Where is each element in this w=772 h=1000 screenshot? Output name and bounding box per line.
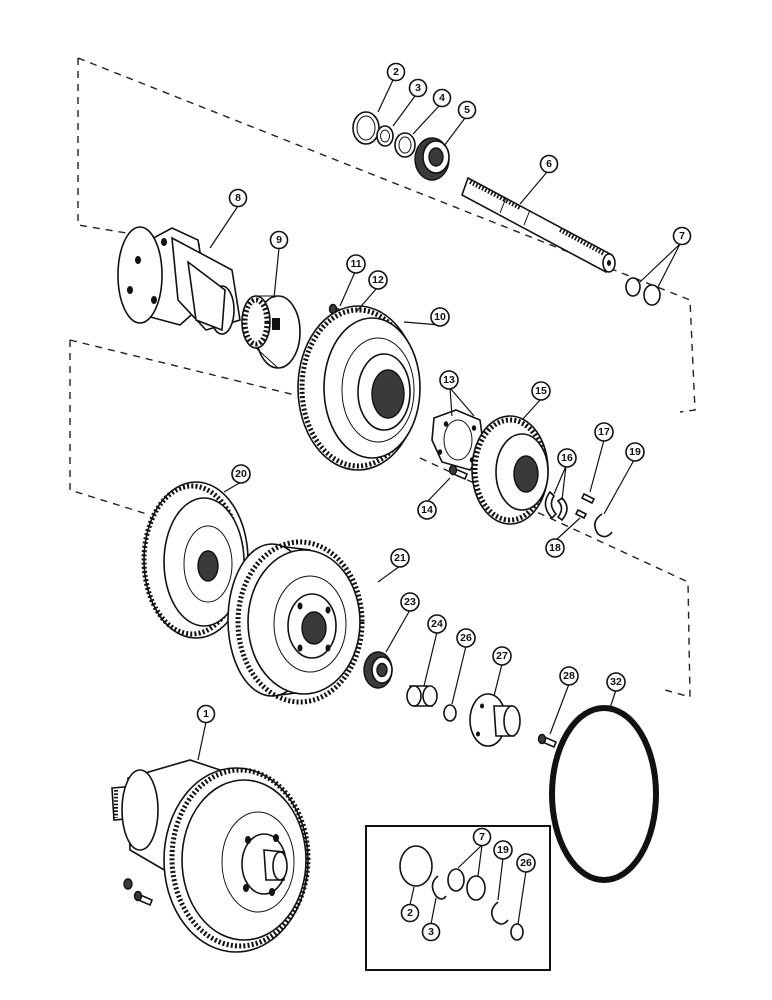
- part-pin-18: [574, 508, 588, 520]
- svg-text:23: 23: [404, 596, 416, 608]
- part-pin-17: [580, 492, 596, 505]
- svg-text:8: 8: [235, 192, 241, 204]
- callout-28: 28: [559, 666, 579, 686]
- inset-ring-7b: [466, 875, 486, 901]
- part-o-ring-32: [549, 705, 659, 883]
- inset-callout-3: 3: [421, 922, 441, 942]
- callout-20: 20: [231, 464, 251, 484]
- part-sleeve-24: [406, 685, 438, 707]
- callout-1: 1: [196, 704, 216, 724]
- svg-text:6: 6: [546, 158, 552, 170]
- part-snap-ring-19: [594, 513, 613, 538]
- callout-24: 24: [427, 614, 447, 634]
- inset-callout-26: 26: [516, 853, 536, 873]
- callout-3: 3: [408, 78, 428, 98]
- svg-text:2: 2: [407, 907, 413, 919]
- callout-6: 6: [539, 154, 559, 174]
- part-assembly-1: [111, 759, 311, 953]
- part-bearing-23: [363, 651, 393, 689]
- svg-text:4: 4: [439, 92, 445, 104]
- inset-callout-2: 2: [400, 903, 420, 923]
- inset-ring-7a: [447, 868, 465, 892]
- inset-snap-ring-26: [510, 923, 524, 941]
- callout-15: 15: [531, 381, 551, 401]
- inset-callout-7: 7: [472, 827, 492, 847]
- svg-text:17: 17: [598, 426, 610, 438]
- callout-8: 8: [228, 188, 248, 208]
- part-bolt-28: [537, 733, 558, 749]
- svg-text:27: 27: [496, 650, 508, 662]
- part-half-washers-16: [544, 490, 568, 522]
- part-rings-7: [625, 277, 661, 306]
- part-bearing-5: [414, 137, 450, 181]
- svg-text:13: 13: [443, 374, 455, 386]
- part-snap-ring-26: [443, 704, 457, 722]
- callout-26: 26: [456, 628, 476, 648]
- inset-callout-19: 19: [493, 840, 513, 860]
- svg-text:2: 2: [393, 66, 399, 78]
- callout-17: 17: [594, 422, 614, 442]
- callout-5: 5: [457, 100, 477, 120]
- inset-washer-3: [431, 875, 447, 900]
- part-ring-gear-drum-21: [227, 539, 365, 705]
- part-washer-3: [376, 125, 394, 147]
- part-gear-15: [471, 415, 549, 525]
- svg-text:11: 11: [350, 258, 361, 270]
- callout-13: 13: [439, 370, 459, 390]
- part-flange-hub-27: [469, 693, 521, 747]
- callout-27: 27: [492, 646, 512, 666]
- svg-text:20: 20: [235, 468, 247, 480]
- part-snap-ring-2: [352, 111, 380, 145]
- part-bolt-14: [448, 464, 469, 481]
- svg-text:5: 5: [464, 104, 470, 116]
- callout-19: 19: [625, 442, 645, 462]
- svg-text:24: 24: [431, 618, 443, 630]
- svg-text:3: 3: [415, 82, 421, 94]
- svg-text:7: 7: [679, 230, 685, 242]
- svg-text:16: 16: [561, 452, 573, 464]
- callout-18: 18: [545, 538, 565, 558]
- callout-11: 11: [346, 254, 366, 274]
- part-ring-4: [394, 132, 416, 158]
- svg-text:19: 19: [497, 844, 509, 856]
- svg-text:18: 18: [549, 542, 561, 554]
- callout-12: 12: [368, 270, 388, 290]
- svg-text:1: 1: [203, 708, 209, 720]
- callout-16: 16: [557, 448, 577, 468]
- callout-14: 14: [417, 500, 437, 520]
- callout-23: 23: [400, 592, 420, 612]
- inset-box: [365, 825, 551, 971]
- svg-text:28: 28: [563, 670, 575, 682]
- callout-4: 4: [432, 88, 452, 108]
- lower-group-dashed-outline: [69, 339, 691, 698]
- svg-text:21: 21: [394, 552, 406, 564]
- callout-2: 2: [386, 62, 406, 82]
- svg-text:12: 12: [372, 274, 384, 286]
- inset-snap-ring-2: [399, 845, 433, 887]
- inset-snap-ring-19: [490, 901, 509, 925]
- svg-text:26: 26: [460, 632, 472, 644]
- callout-32: 32: [606, 672, 626, 692]
- part-clutch-drum-10: [297, 305, 421, 471]
- callout-7: 7: [672, 226, 692, 246]
- svg-text:7: 7: [479, 831, 485, 843]
- svg-text:14: 14: [421, 504, 433, 516]
- part-spline-collar-9: [241, 295, 301, 369]
- part-housing-8: [117, 226, 241, 335]
- part-shaft-6: [461, 176, 616, 274]
- svg-text:15: 15: [535, 385, 547, 397]
- callout-21: 21: [390, 548, 410, 568]
- svg-text:26: 26: [520, 857, 532, 869]
- svg-text:9: 9: [276, 234, 282, 246]
- svg-text:19: 19: [629, 446, 641, 458]
- callout-9: 9: [269, 230, 289, 250]
- svg-text:10: 10: [434, 311, 446, 323]
- part-clutch-pack-20: [141, 481, 249, 639]
- svg-text:3: 3: [428, 926, 434, 938]
- leader-lines: [197, 79, 681, 925]
- callout-10: 10: [430, 307, 450, 327]
- svg-text:32: 32: [610, 676, 622, 688]
